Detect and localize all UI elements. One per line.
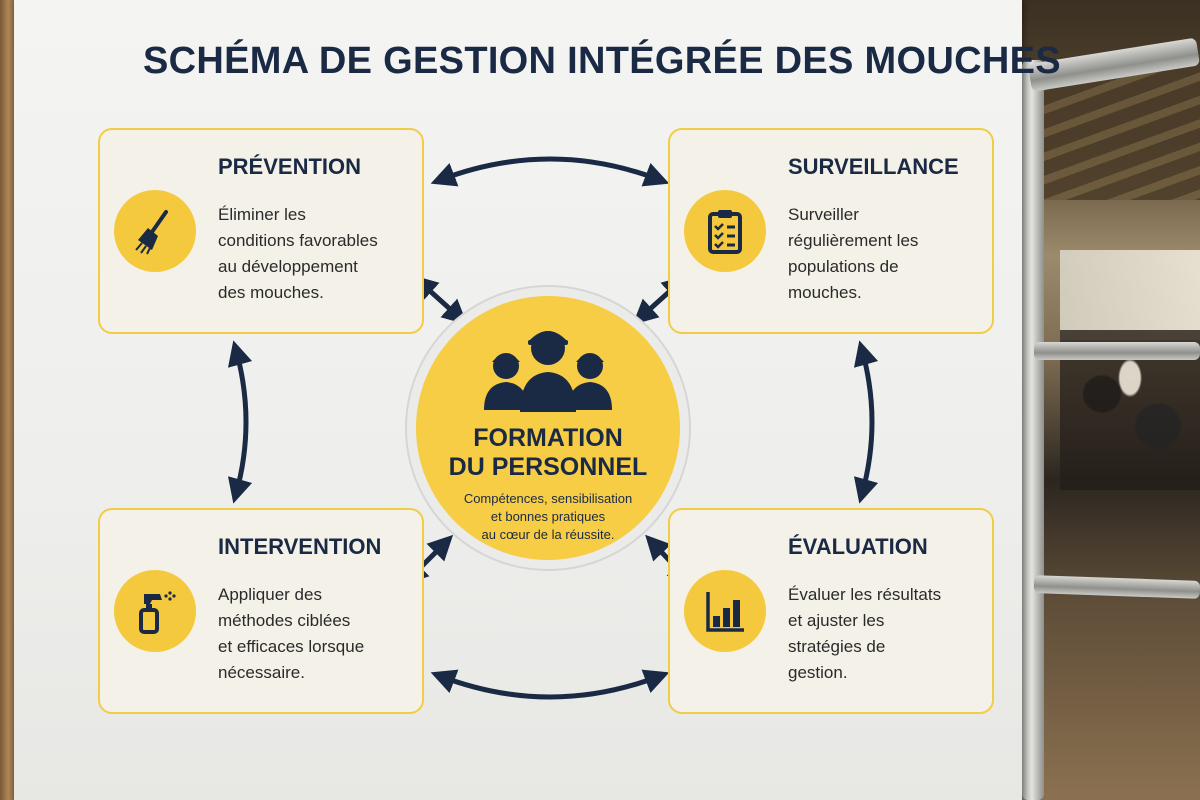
card-evaluation: ÉVALUATION Évaluer les résultats et ajus…: [668, 508, 994, 714]
spray-bottle-icon: [114, 570, 196, 652]
center-title: FORMATION DU PERSONNEL: [448, 424, 648, 481]
card-surveillance: SURVEILLANCE Surveiller régulièrement le…: [668, 128, 994, 334]
card-prevention: PRÉVENTION Éliminer les conditions favor…: [98, 128, 424, 334]
card-description: Évaluer les résultats et ajuster les str…: [788, 585, 942, 682]
broom-icon: [114, 190, 196, 272]
arrow-prevention-surveillance: [430, 156, 670, 187]
barn-window-light: [1060, 250, 1200, 340]
card-title: ÉVALUATION: [788, 534, 928, 559]
card-description: Surveiller régulièrement les populations…: [788, 205, 919, 302]
card-description: Appliquer des méthodes ciblées et effica…: [218, 585, 365, 682]
metal-rail-middle: [1034, 342, 1200, 360]
diagram-title: SCHÉMA DE GESTION INTÉGRÉE DES MOUCHES: [143, 40, 1061, 82]
arrow-intervention-evaluation: [430, 669, 670, 700]
card-title: PRÉVENTION: [218, 154, 362, 179]
card-title: SURVEILLANCE: [788, 154, 959, 179]
bar-chart-icon: [684, 570, 766, 652]
center-training-node: FORMATION DU PERSONNEL Compétences, sens…: [416, 296, 680, 560]
arrow-surveillance-evaluation: [853, 340, 879, 504]
team-icon: [484, 331, 612, 412]
card-intervention: INTERVENTION Appliquer des méthodes cibl…: [98, 508, 424, 714]
arrow-center-prevention: [412, 275, 468, 325]
metal-post: [1022, 60, 1044, 800]
arrow-prevention-intervention: [227, 340, 253, 504]
center-description: Compétences, sensibilisation et bonnes p…: [463, 491, 633, 542]
card-title: INTERVENTION: [218, 534, 382, 559]
card-description: Éliminer les conditions favorables au dé…: [218, 205, 378, 302]
clipboard-checklist-icon: [684, 190, 766, 272]
wooden-frame: [0, 0, 14, 800]
